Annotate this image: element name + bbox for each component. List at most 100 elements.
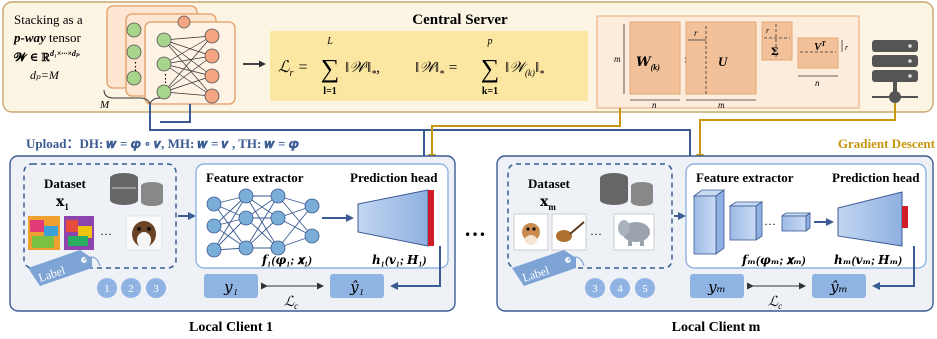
dataset-x-body: 𝐱 bbox=[540, 195, 549, 210]
upload-lines bbox=[149, 104, 691, 164]
dataset-x-sub: m bbox=[548, 202, 556, 212]
dataset-x-sub: 1 bbox=[64, 202, 69, 212]
norm2-body: ‖𝒲 bbox=[505, 60, 528, 76]
label-circles: 3 4 5 bbox=[585, 278, 655, 298]
dataset-label: Dataset bbox=[528, 176, 571, 191]
sum1-top: L bbox=[326, 36, 333, 47]
client1-caption: Local Client 1 bbox=[189, 320, 273, 335]
dim-r-V: r bbox=[845, 43, 849, 52]
norm1-body: ‖𝒲ˡ‖ bbox=[345, 60, 371, 76]
stacking-line2: p-way tensor bbox=[13, 30, 81, 45]
dim-r-S: r bbox=[766, 26, 770, 35]
norm2-close: ‖ bbox=[535, 60, 539, 76]
M-label: M bbox=[99, 99, 110, 111]
yhat-label: 𝑦̂₁ bbox=[349, 280, 364, 296]
gradient-lines bbox=[428, 103, 896, 162]
dataset-images: ··· bbox=[513, 213, 655, 251]
dim-n-W: n bbox=[652, 100, 657, 110]
label-circle-5: 5 bbox=[642, 283, 648, 295]
sum1-sigma: ∑ bbox=[321, 54, 340, 83]
prediction-head-shape bbox=[837, 191, 908, 247]
eq-sign2: = bbox=[444, 60, 458, 76]
norm-def-star: * bbox=[439, 69, 444, 80]
local-client-m: Dataset 𝐱m ··· bbox=[496, 155, 934, 312]
svd-W-body: 𝑾 bbox=[636, 54, 652, 69]
dots-vertical: ⋮ bbox=[160, 73, 171, 85]
norm2: ‖𝒲(k)‖* bbox=[505, 60, 544, 80]
lc-sub: c bbox=[778, 301, 782, 311]
norm2-sub: (k) bbox=[525, 68, 535, 78]
images-ellipsis: ··· bbox=[100, 227, 112, 241]
local-client-1: Dataset 𝐱1 ··· bbox=[9, 155, 456, 312]
f-label: 𝒇ₘ(𝝋ₘ; 𝐱ₘ) bbox=[741, 253, 806, 267]
y-label: 𝑦₁ bbox=[223, 280, 238, 296]
label-circle-3: 3 bbox=[592, 283, 598, 295]
eq-sign: = bbox=[293, 59, 308, 76]
norm1-star: * bbox=[371, 69, 376, 80]
tensor-label: tensor bbox=[46, 30, 82, 45]
lc-label: ℒc bbox=[768, 295, 782, 311]
feature-nodes bbox=[206, 188, 320, 258]
svd-W-sub: (k) bbox=[651, 63, 661, 72]
loss-lhs: ℒr = bbox=[278, 59, 308, 79]
f-label: 𝒇₁(𝝋₁; 𝐱₁) bbox=[261, 253, 312, 267]
sum2-top: p bbox=[487, 36, 493, 47]
svd-V-body: V bbox=[814, 41, 823, 53]
h-label: 𝒉ₘ(𝒗ₘ; 𝑯ₘ) bbox=[834, 253, 902, 267]
loss-symbol: ℒ bbox=[278, 59, 290, 76]
svd-U: U bbox=[718, 54, 728, 69]
label-circle-4: 4 bbox=[617, 283, 623, 295]
label-circles: 1 2 3 bbox=[97, 278, 166, 298]
dataset-x: 𝐱1 bbox=[56, 195, 69, 212]
images-ellipsis: ··· bbox=[590, 227, 602, 241]
svd-W: 𝑾(k) bbox=[636, 54, 660, 72]
norm2-star: * bbox=[539, 69, 544, 80]
dataset-x: 𝐱m bbox=[540, 195, 556, 212]
prediction-head-label: Prediction head bbox=[832, 170, 920, 185]
clientm-caption: Local Client m bbox=[672, 320, 761, 335]
feature-extractor-label: Feature extractor bbox=[696, 170, 794, 185]
svd-S: Σ bbox=[771, 44, 779, 58]
feature-extractor-label: Feature extractor bbox=[206, 170, 304, 185]
label-circle-3: 3 bbox=[153, 283, 159, 295]
cnn-ellipsis: ··· bbox=[764, 217, 776, 231]
svd-V: VT bbox=[814, 40, 826, 53]
dots-vertical: ⋮ bbox=[130, 61, 141, 73]
label-circle-1: 1 bbox=[104, 283, 110, 295]
dim-m-left: m bbox=[614, 54, 621, 64]
svd-box: m 𝑾(k) n = r U m r Σ VT r n bbox=[596, 15, 860, 110]
cnn-blocks bbox=[692, 189, 812, 255]
y-label: 𝑦ₘ bbox=[707, 280, 726, 296]
dataset-label: Dataset bbox=[44, 176, 87, 191]
sum2-sigma: ∑ bbox=[481, 54, 500, 83]
database-icon bbox=[110, 173, 163, 206]
dim-m-U: m bbox=[718, 100, 725, 110]
stacking-line1: Stacking as a bbox=[14, 12, 83, 27]
database-icon bbox=[600, 173, 653, 206]
yhat-label: 𝑦̂ₘ bbox=[829, 280, 848, 296]
lc-sub: c bbox=[294, 301, 298, 311]
tensor-def-sup: d₁×···×dₚ bbox=[50, 49, 80, 58]
sum2-bot: k=1 bbox=[482, 86, 498, 97]
dataset-images: ··· bbox=[28, 215, 163, 251]
h-label: 𝒉₁(𝒗₁; 𝑯₁) bbox=[372, 253, 427, 267]
sum1-bot: l=1 bbox=[323, 86, 336, 97]
norm1: ‖𝒲ˡ‖*, bbox=[345, 60, 380, 80]
prediction-head-label: Prediction head bbox=[350, 170, 438, 185]
server-icon bbox=[872, 40, 918, 103]
dataset-x-body: 𝐱 bbox=[56, 195, 65, 210]
label-circle-2: 2 bbox=[128, 283, 134, 295]
stacking-text: Stacking as a p-way tensor 𝓦 ∈ ℝd₁×···×d… bbox=[13, 12, 83, 82]
gradient-label: Gradient Descent bbox=[838, 136, 936, 151]
dp-eq: dₚ=M bbox=[30, 68, 60, 82]
upload-label: Upload：DH: 𝒘 = 𝝋 ∘ 𝒗, MH: 𝒘 = 𝒗 , TH: 𝒘 … bbox=[26, 136, 300, 152]
server-title: Central Server bbox=[412, 12, 508, 28]
norm-def-body: ‖𝒲‖ bbox=[415, 60, 439, 76]
comma: , bbox=[376, 60, 380, 76]
clients-ellipsis: … bbox=[464, 216, 486, 241]
pway-label: p-way bbox=[13, 30, 46, 45]
loss-sub: r bbox=[290, 68, 294, 79]
regularizer-formula: ℒr = L ∑ l=1 ‖𝒲ˡ‖*, ‖𝒲‖* = p ∑ k=1 ‖𝒲(k)… bbox=[270, 31, 588, 101]
dim-n-V: n bbox=[815, 78, 820, 88]
